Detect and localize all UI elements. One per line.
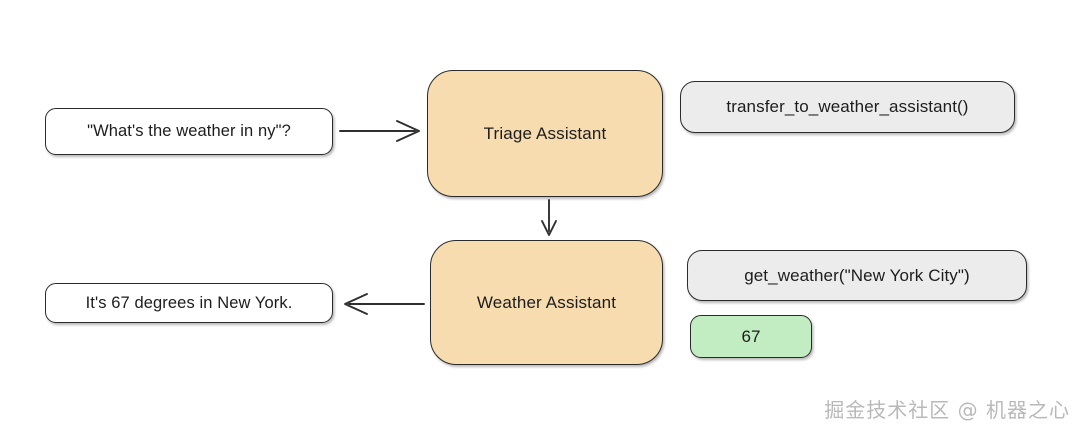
- node-transfer-tool-call[interactable]: transfer_to_weather_assistant(): [680, 81, 1015, 133]
- user-query-text: "What's the weather in ny"?: [87, 122, 291, 141]
- triage-assistant-label: Triage Assistant: [483, 123, 607, 143]
- tool-result-value: 67: [741, 326, 761, 346]
- assistant-reply-text: It's 67 degrees in New York.: [85, 293, 293, 312]
- arrow-down-icon-triage-to-weather: [541, 199, 557, 236]
- assistant-reply-bubble: It's 67 degrees in New York.: [45, 283, 333, 323]
- watermark-text: 掘金技术社区 @ 机器之心: [824, 398, 1070, 422]
- node-get-weather-tool-call[interactable]: get_weather("New York City"): [687, 250, 1027, 301]
- weather-assistant-label: Weather Assistant: [476, 292, 617, 312]
- transfer-tool-call-label: transfer_to_weather_assistant(): [726, 97, 969, 117]
- user-query-bubble: "What's the weather in ny"?: [45, 108, 333, 155]
- arrow-left-icon-weather-to-reply: [344, 293, 425, 315]
- get-weather-tool-call-label: get_weather("New York City"): [744, 265, 970, 285]
- node-weather-assistant[interactable]: Weather Assistant: [430, 240, 663, 365]
- node-tool-result[interactable]: 67: [690, 315, 812, 358]
- arrow-right-icon-user-to-triage: [339, 120, 420, 142]
- node-triage-assistant[interactable]: Triage Assistant: [427, 70, 663, 197]
